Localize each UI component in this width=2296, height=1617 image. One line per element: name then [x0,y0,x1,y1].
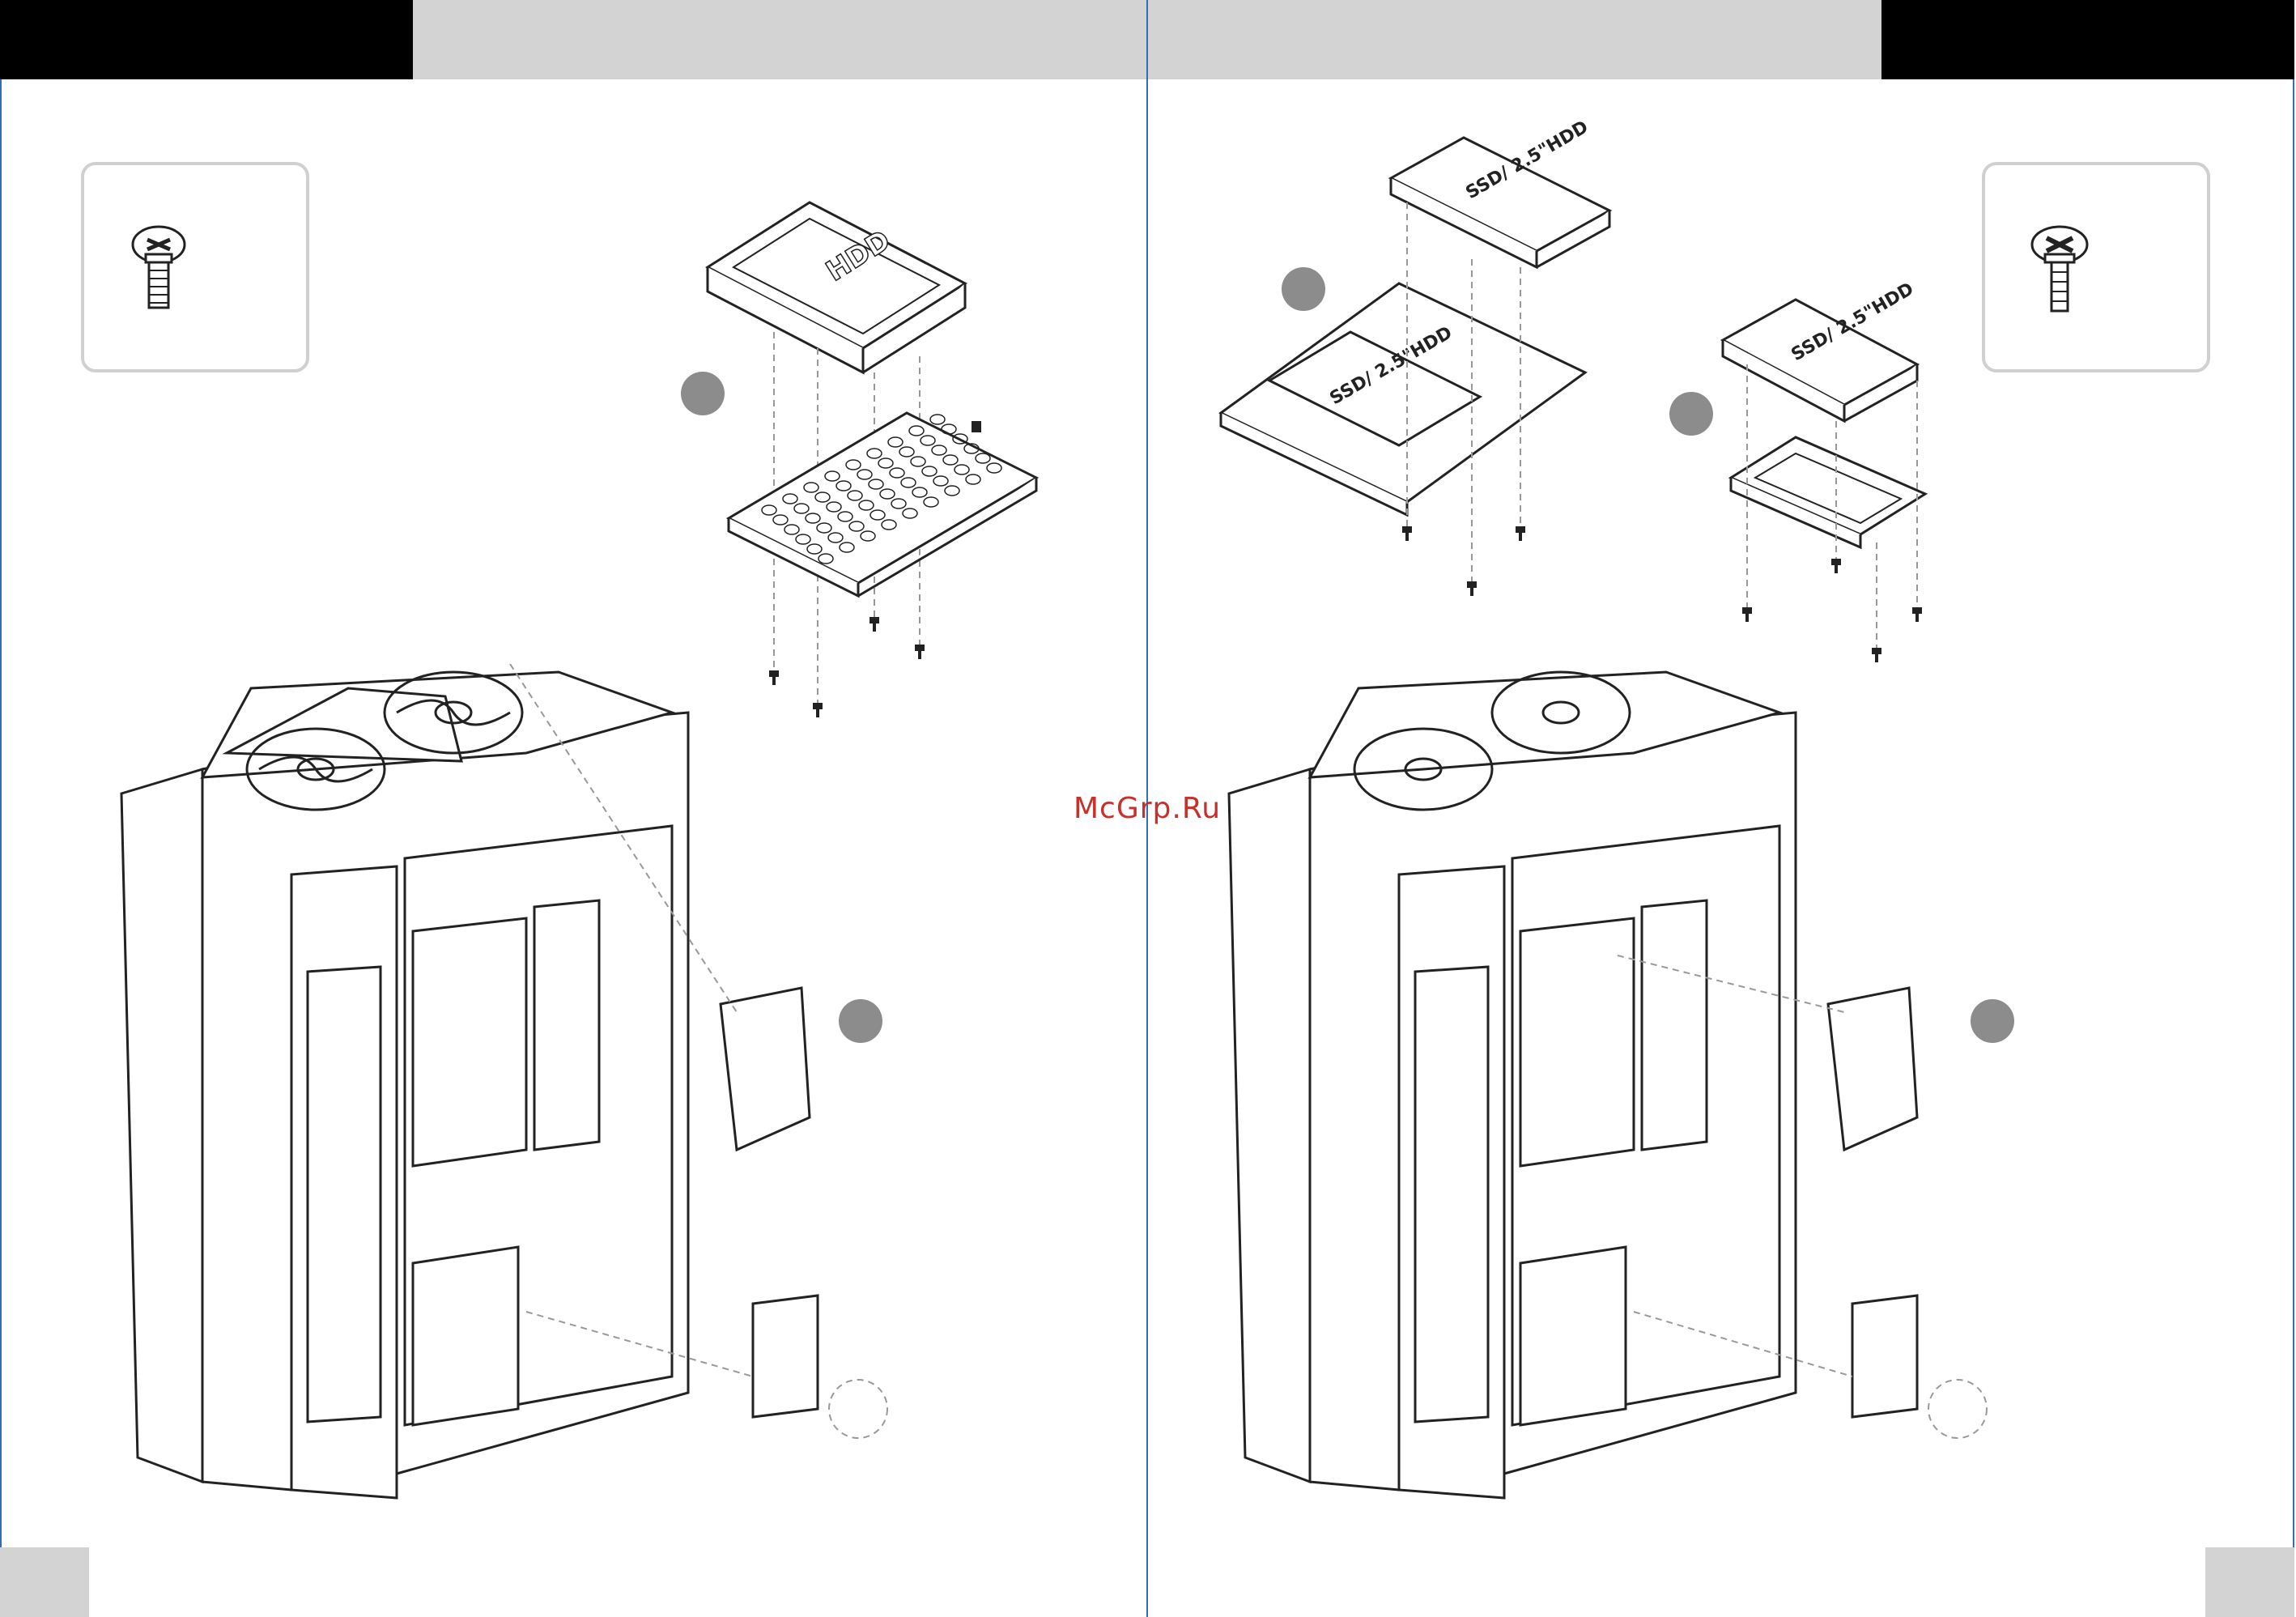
tray-hole [942,424,956,434]
ssd-bracket-icon [1731,437,1925,547]
hdd-icon: HDD [708,202,965,372]
tray-hole [930,415,945,424]
drive-tray-icon: SSD/ 2.5"HDD [1221,283,1585,515]
header-grey-bar [413,0,1146,79]
screw-callout-box [1982,162,2210,372]
page-border-right [2293,0,2294,1617]
header-grey-bar [1148,0,1881,79]
ssd-install-diagram: SSD/ 2.5"HDD SSD/ 2.5"HDD SSD/ 2.5"HDD [1213,121,1958,688]
screw-icon [84,165,306,369]
header-black-bar [1881,0,2294,79]
hdd-install-diagram: HDD [696,186,1069,729]
footer-grey-tab [2205,1547,2294,1617]
ssd-icon: SSD/ 2.5"HDD [1391,121,1609,267]
screw-icon [1985,165,2207,369]
header-black-bar [0,0,413,79]
step-marker-1 [681,372,725,415]
manual-page-right: SSD/ 2.5"HDD SSD/ 2.5"HDD SSD/ 2.5"HDD [1148,0,2294,1617]
pc-case-icon [105,664,891,1538]
watermark-text: McGrp.Ru [1074,792,1221,825]
pc-case-icon [1213,664,2022,1538]
footer-grey-tab [0,1547,89,1617]
screw-small-icon [1402,526,1922,662]
manual-page-left: HDD [0,0,1146,1617]
page-border-left [0,0,2,1617]
screw-callout-box [81,162,309,372]
ssd-icon: SSD/ 2.5"HDD [1723,279,1917,421]
